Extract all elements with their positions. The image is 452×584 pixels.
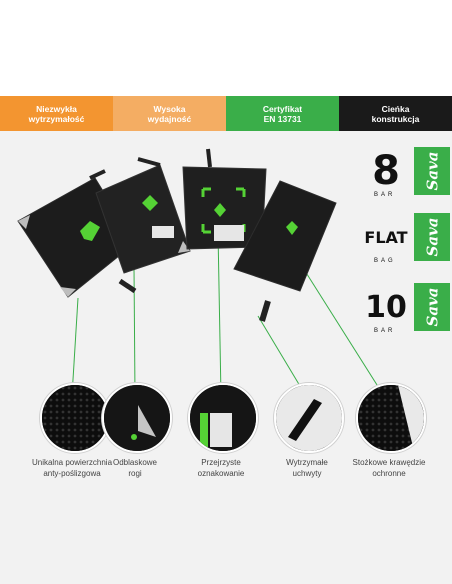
handle-icon <box>274 383 344 453</box>
lifting-bag-4 <box>233 180 337 322</box>
top-whitespace <box>0 0 452 96</box>
banner-item-thin-construction: Cieńka konstrukcja <box>339 96 452 131</box>
anti-slip-texture-icon <box>40 383 110 453</box>
sava-logo: Sava <box>414 213 450 261</box>
banner-item-certificate: Certyfikat EN 13731 <box>226 96 339 131</box>
lifting-bag-2 <box>95 157 191 274</box>
label-marking-icon <box>188 383 258 453</box>
beveled-edge-icon <box>356 383 426 453</box>
product-badge-flat-bag: FLAT BAG Sava <box>364 211 450 264</box>
product-badge-8bar: 8 BAR Sava <box>366 145 450 198</box>
reflective-corner-icon <box>102 383 172 453</box>
feature-banner: Niezwykła wytrzymałość Wysoka wydajność … <box>0 96 452 131</box>
banner-item-strength: Niezwykła wytrzymałość <box>0 96 113 131</box>
product-badge-10bar: 10 BAR Sava <box>365 281 450 334</box>
lifting-bags-illustration <box>17 148 385 397</box>
product-stage: 8 BAR Sava FLAT BAG Sava 10 BAR Sava <box>0 131 452 584</box>
lifting-bag-3 <box>182 148 267 250</box>
sava-logo: Sava <box>414 147 450 195</box>
banner-item-performance: Wysoka wydajność <box>113 96 226 131</box>
sava-logo: Sava <box>414 283 450 331</box>
